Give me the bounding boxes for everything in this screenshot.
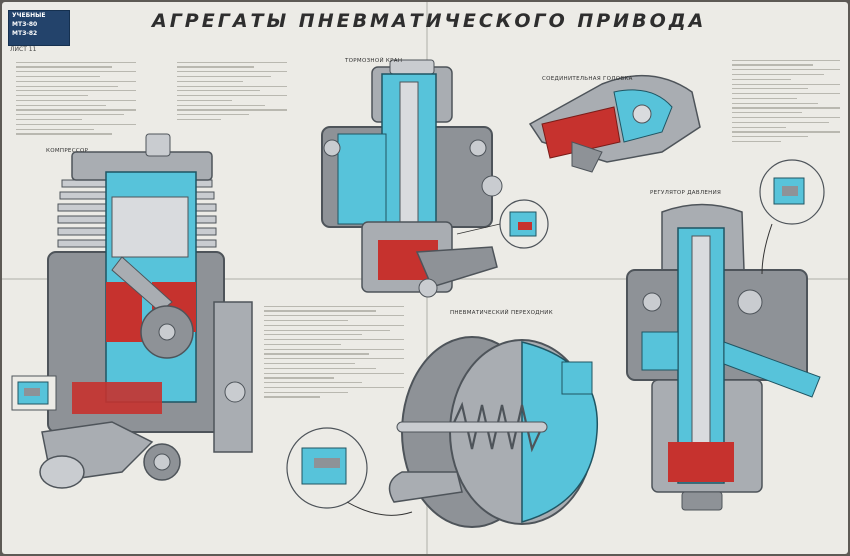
compressor-drawing	[21, 133, 253, 489]
brake-valve-drawing	[321, 59, 549, 298]
label-compressor: КОМПРЕССОР	[46, 148, 89, 154]
coupling-head-drawing	[528, 74, 701, 173]
label-brake-valve: ТОРМОЗНОЙ КРАН	[345, 58, 403, 64]
legend-block-left-2	[177, 58, 287, 124]
pneumatic-adapter-drawing	[286, 336, 598, 528]
label-pneumatic-adapter: ПНЕВМАТИЧЕСКИЙ ПЕРЕХОДНИК	[450, 310, 553, 316]
pressure-regulator-drawing	[626, 159, 825, 511]
model-badge: УЧЕБНЫЕ МТЗ-80 МТЗ-82	[8, 10, 70, 46]
badge-row-2: МТЗ-80	[12, 21, 38, 28]
sheet-number: ЛИСТ 11	[10, 46, 37, 53]
legend-block-center	[264, 302, 404, 401]
label-coupling-head: СОЕДИНИТЕЛЬНАЯ ГОЛОВКА	[542, 76, 633, 82]
legend-block-left	[16, 58, 136, 138]
badge-row-3: МТЗ-82	[12, 30, 38, 37]
legend-block-right	[732, 56, 840, 146]
compressor-inset	[11, 375, 57, 411]
badge-row-1: УЧЕБНЫЕ	[12, 12, 46, 19]
label-pressure-regulator: РЕГУЛЯТОР ДАВЛЕНИЯ	[650, 190, 722, 196]
poster-title: АГРЕГАТЫ ПНЕВМАТИЧЕСКОГО ПРИВОДА	[152, 10, 707, 32]
